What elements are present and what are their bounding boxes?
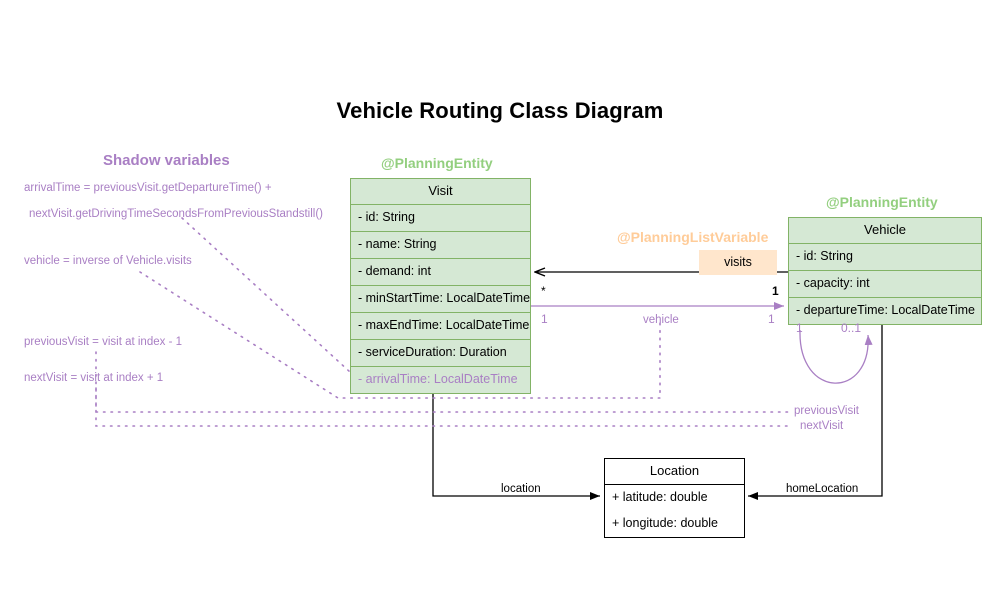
multiplicity-visits-source: 1 [772,284,779,298]
class-attribute-shadow: - arrivalTime: LocalDateTime [358,372,518,386]
edge-self-loop [799,329,873,384]
class-attribute: + latitude: double [612,490,708,504]
multiplicity-visits-target: * [541,284,546,298]
class-box-visit[interactable]: Visit - id: String - name: String - dema… [350,178,531,394]
stereotype-planningentity-visit: @PlanningEntity [381,155,493,171]
leader-label-nextvisit: nextVisit [800,420,844,432]
relationship-badge-visits[interactable]: visits [699,250,777,275]
edge-label-location: location [501,483,541,495]
multiplicity-selfloop-target: 0..1 [841,321,862,335]
page-title: Vehicle Routing Class Diagram [336,98,664,123]
stereotype-planninglistvariable: @PlanningListVariable [617,229,769,245]
multiplicity-vehicle-source: 1 [541,312,548,326]
shadow-variable-arrivaltime-line2: nextVisit.getDrivingTimeSecondsFromPrevi… [29,208,323,220]
class-attribute: + longitude: double [612,516,718,530]
class-name-location: Location [605,459,744,485]
class-attribute: - name: String [351,232,530,259]
class-attribute: - maxEndTime: LocalDateTime [351,313,530,340]
class-attribute: - departureTime: LocalDateTime [796,303,976,317]
class-name-vehicle: Vehicle [789,218,981,244]
stereotype-planningentity-vehicle: @PlanningEntity [826,194,938,210]
leader-label-previousvisit: previousVisit [794,405,859,417]
class-attribute: - id: String [789,244,981,271]
edge-home-location [748,322,883,500]
shadow-variable-previousvisit: previousVisit = visit at index - 1 [24,336,182,348]
class-attribute: - capacity: int [789,271,981,298]
class-name-visit: Visit [351,179,530,205]
multiplicity-selfloop-source: 1 [796,321,803,335]
multiplicity-vehicle-target: 1 [768,312,775,326]
class-attribute: - minStartTime: LocalDateTime [351,286,530,313]
edge-location [432,384,600,500]
class-box-vehicle[interactable]: Vehicle - id: String - capacity: int - d… [788,217,982,325]
class-attribute: - serviceDuration: Duration [351,340,530,367]
shadow-variables-title: Shadow variables [103,152,230,169]
edge-label-homelocation: homeLocation [786,483,859,495]
shadow-variable-arrivaltime-line1: arrivalTime = previousVisit.getDeparture… [24,182,272,194]
class-attribute: - id: String [351,205,530,232]
class-box-location[interactable]: Location + latitude: double + longitude:… [604,458,745,538]
shadow-variable-vehicle: vehicle = inverse of Vehicle.visits [24,255,192,267]
shadow-variable-nextvisit: nextVisit = visit at index + 1 [24,372,164,384]
shadow-leader-lines [95,217,793,427]
edge-label-vehicle: vehicle [643,314,679,326]
class-attribute: - demand: int [351,259,530,286]
